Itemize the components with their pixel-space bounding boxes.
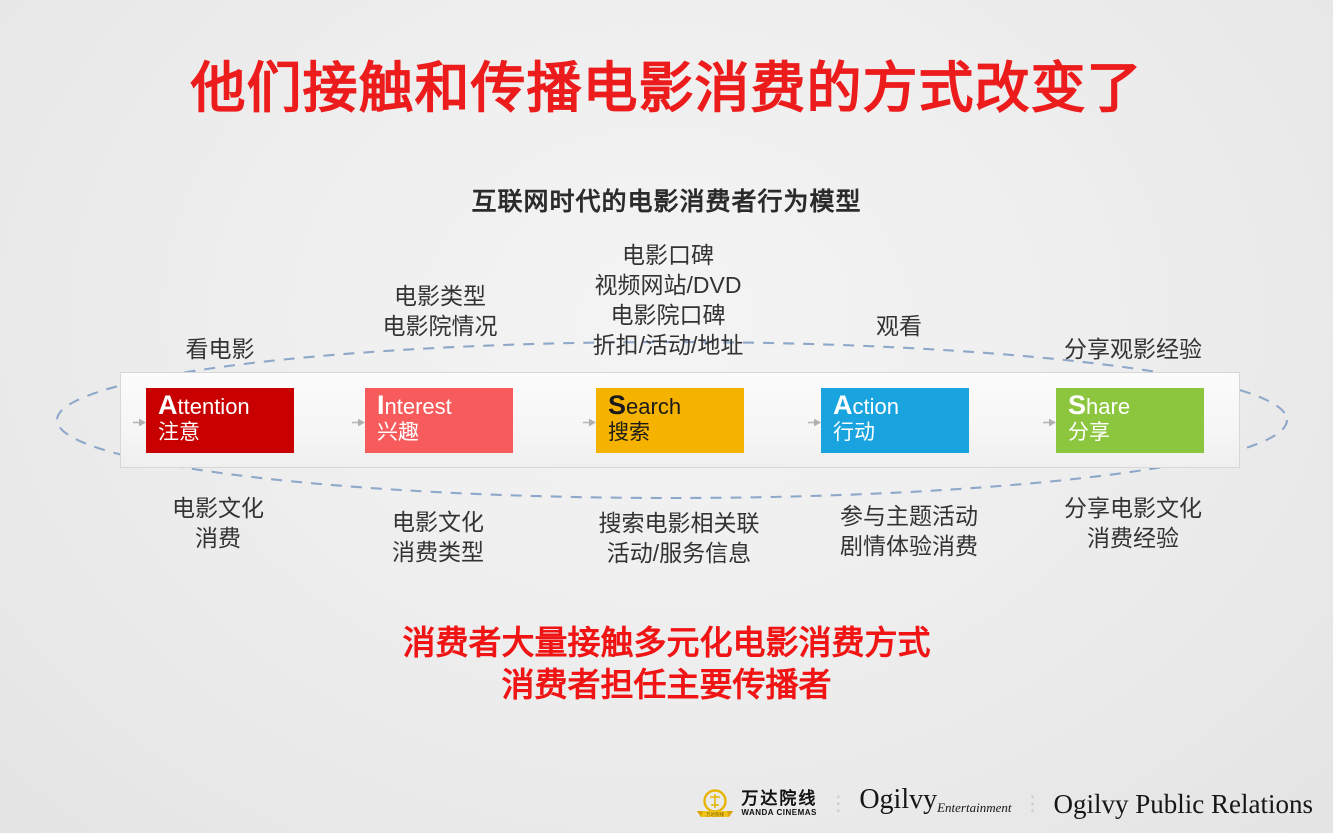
stage-rest-share: hare (1086, 394, 1131, 419)
stage-label-en-action: Action (833, 392, 969, 420)
annotation-line: 折扣/活动/地址 (592, 332, 744, 358)
conclusion-line-1: 消费者大量接触多元化电影消费方式 (402, 624, 931, 661)
annotation-bottom-attention: 电影文化 消费 (138, 493, 298, 553)
annotation-line: 消费类型 (392, 539, 484, 565)
annotation-line: 电影文化 (172, 495, 264, 521)
arrow-interest-to-search (583, 418, 596, 427)
stage-initial-s1: S (608, 390, 627, 420)
wanda-emblem-icon: 万达院线 (695, 789, 735, 819)
wanda-wordmark: 万达院线 WANDA CINEMAS (741, 790, 817, 818)
model-subtitle: 互联网时代的电影消费者行为模型 (471, 188, 862, 216)
annotation-line: 视频网站/DVD (594, 272, 742, 298)
wanda-name-en: WANDA CINEMAS (741, 808, 817, 817)
ogilvy-ent-sub: Entertainment (937, 800, 1012, 815)
annotation-line: 电影院口碑 (610, 302, 726, 328)
stage-label-en-interest: Interest (377, 392, 513, 420)
annotation-bottom-share: 分享电影文化 消费经验 (1036, 493, 1230, 553)
annotation-top-attention: 看电影 (140, 334, 300, 364)
annotation-top-action: 观看 (838, 311, 960, 341)
ogilvy-entertainment-logo: OgilvyEntertainment (859, 786, 1011, 822)
annotation-line: 分享电影文化 (1064, 495, 1202, 521)
annotation-top-search: 电影口碑 视频网站/DVD 电影院口碑 折扣/活动/地址 (552, 240, 784, 360)
arrow-attention-to-interest (352, 418, 365, 427)
svg-text:万达院线: 万达院线 (706, 811, 724, 818)
stage-rest-search: earch (626, 394, 682, 419)
stage-label-cn-action: 行动 (833, 421, 875, 444)
ogilvy-public-relations-logo: Ogilvy Public Relations (1053, 788, 1314, 819)
stage-rest-attention: ttention (177, 394, 250, 419)
annotation-line: 消费 (195, 525, 241, 551)
stage-initial-a2: A (833, 390, 853, 420)
annotation-bottom-search: 搜索电影相关联 活动/服务信息 (574, 508, 784, 568)
stage-initial-i: I (377, 390, 385, 420)
page-title: 他们接触和传播电影消费的方式改变了 (190, 57, 1143, 119)
annotation-bottom-action: 参与主题活动 剧情体验消费 (814, 501, 1004, 561)
stage-box-interest[interactable]: Interest 兴趣 (365, 388, 513, 453)
arrow-action-to-share (1043, 418, 1056, 427)
ogilvy-ent-main: Ogilvy (859, 784, 938, 815)
annotation-line: 分享观影经验 (1064, 336, 1202, 362)
footer-logos: 万达院线 万达院线 WANDA CINEMAS ⋮ OgilvyEntertai… (695, 783, 1313, 825)
stage-label-en-search: Search (608, 392, 744, 420)
annotation-line: 看电影 (185, 336, 255, 362)
stage-rest-action: ction (852, 394, 899, 419)
stage-label-cn-search: 搜索 (608, 421, 650, 444)
annotation-top-interest: 电影类型 电影院情况 (358, 281, 522, 341)
stage-label-en-share: Share (1068, 392, 1204, 420)
annotation-line: 观看 (876, 313, 922, 339)
stage-box-attention[interactable]: Attention 注意 (146, 388, 294, 453)
conclusion-line-2: 消费者担任主要传播者 (501, 666, 832, 703)
arrow-search-to-action (808, 418, 821, 427)
annotation-top-share: 分享观影经验 (1030, 334, 1236, 364)
stage-label-cn-share: 分享 (1068, 421, 1110, 444)
stage-label-cn-interest: 兴趣 (377, 421, 419, 444)
stage-box-search[interactable]: Search 搜索 (596, 388, 744, 453)
annotation-line: 剧情体验消费 (840, 533, 978, 559)
stage-label-cn-attention: 注意 (158, 421, 200, 444)
stage-initial-s2: S (1068, 390, 1087, 420)
annotation-line: 电影类型 (394, 283, 486, 309)
stage-label-en-attention: Attention (158, 392, 294, 420)
stage-rest-interest: nterest (384, 394, 452, 419)
annotation-line: 电影院情况 (382, 313, 498, 339)
wanda-cinemas-logo: 万达院线 万达院线 WANDA CINEMAS (695, 789, 817, 819)
footer-separator-1: ⋮ (828, 793, 849, 815)
stage-initial-a1: A (158, 390, 178, 420)
annotation-line: 消费经验 (1087, 525, 1179, 551)
annotation-bottom-interest: 电影文化 消费类型 (357, 507, 519, 567)
stage-box-share[interactable]: Share 分享 (1056, 388, 1204, 453)
arrow-into-attention (133, 418, 146, 427)
annotation-line: 参与主题活动 (840, 503, 978, 529)
footer-separator-2: ⋮ (1022, 793, 1043, 815)
annotation-line: 活动/服务信息 (606, 540, 752, 566)
stage-box-action[interactable]: Action 行动 (821, 388, 969, 453)
conclusion-text: 消费者大量接触多元化电影消费方式 消费者担任主要传播者 (0, 622, 1333, 706)
annotation-line: 电影口碑 (622, 242, 714, 268)
annotation-line: 搜索电影相关联 (598, 510, 760, 536)
wanda-name-cn: 万达院线 (741, 789, 818, 808)
annotation-line: 电影文化 (392, 509, 484, 535)
